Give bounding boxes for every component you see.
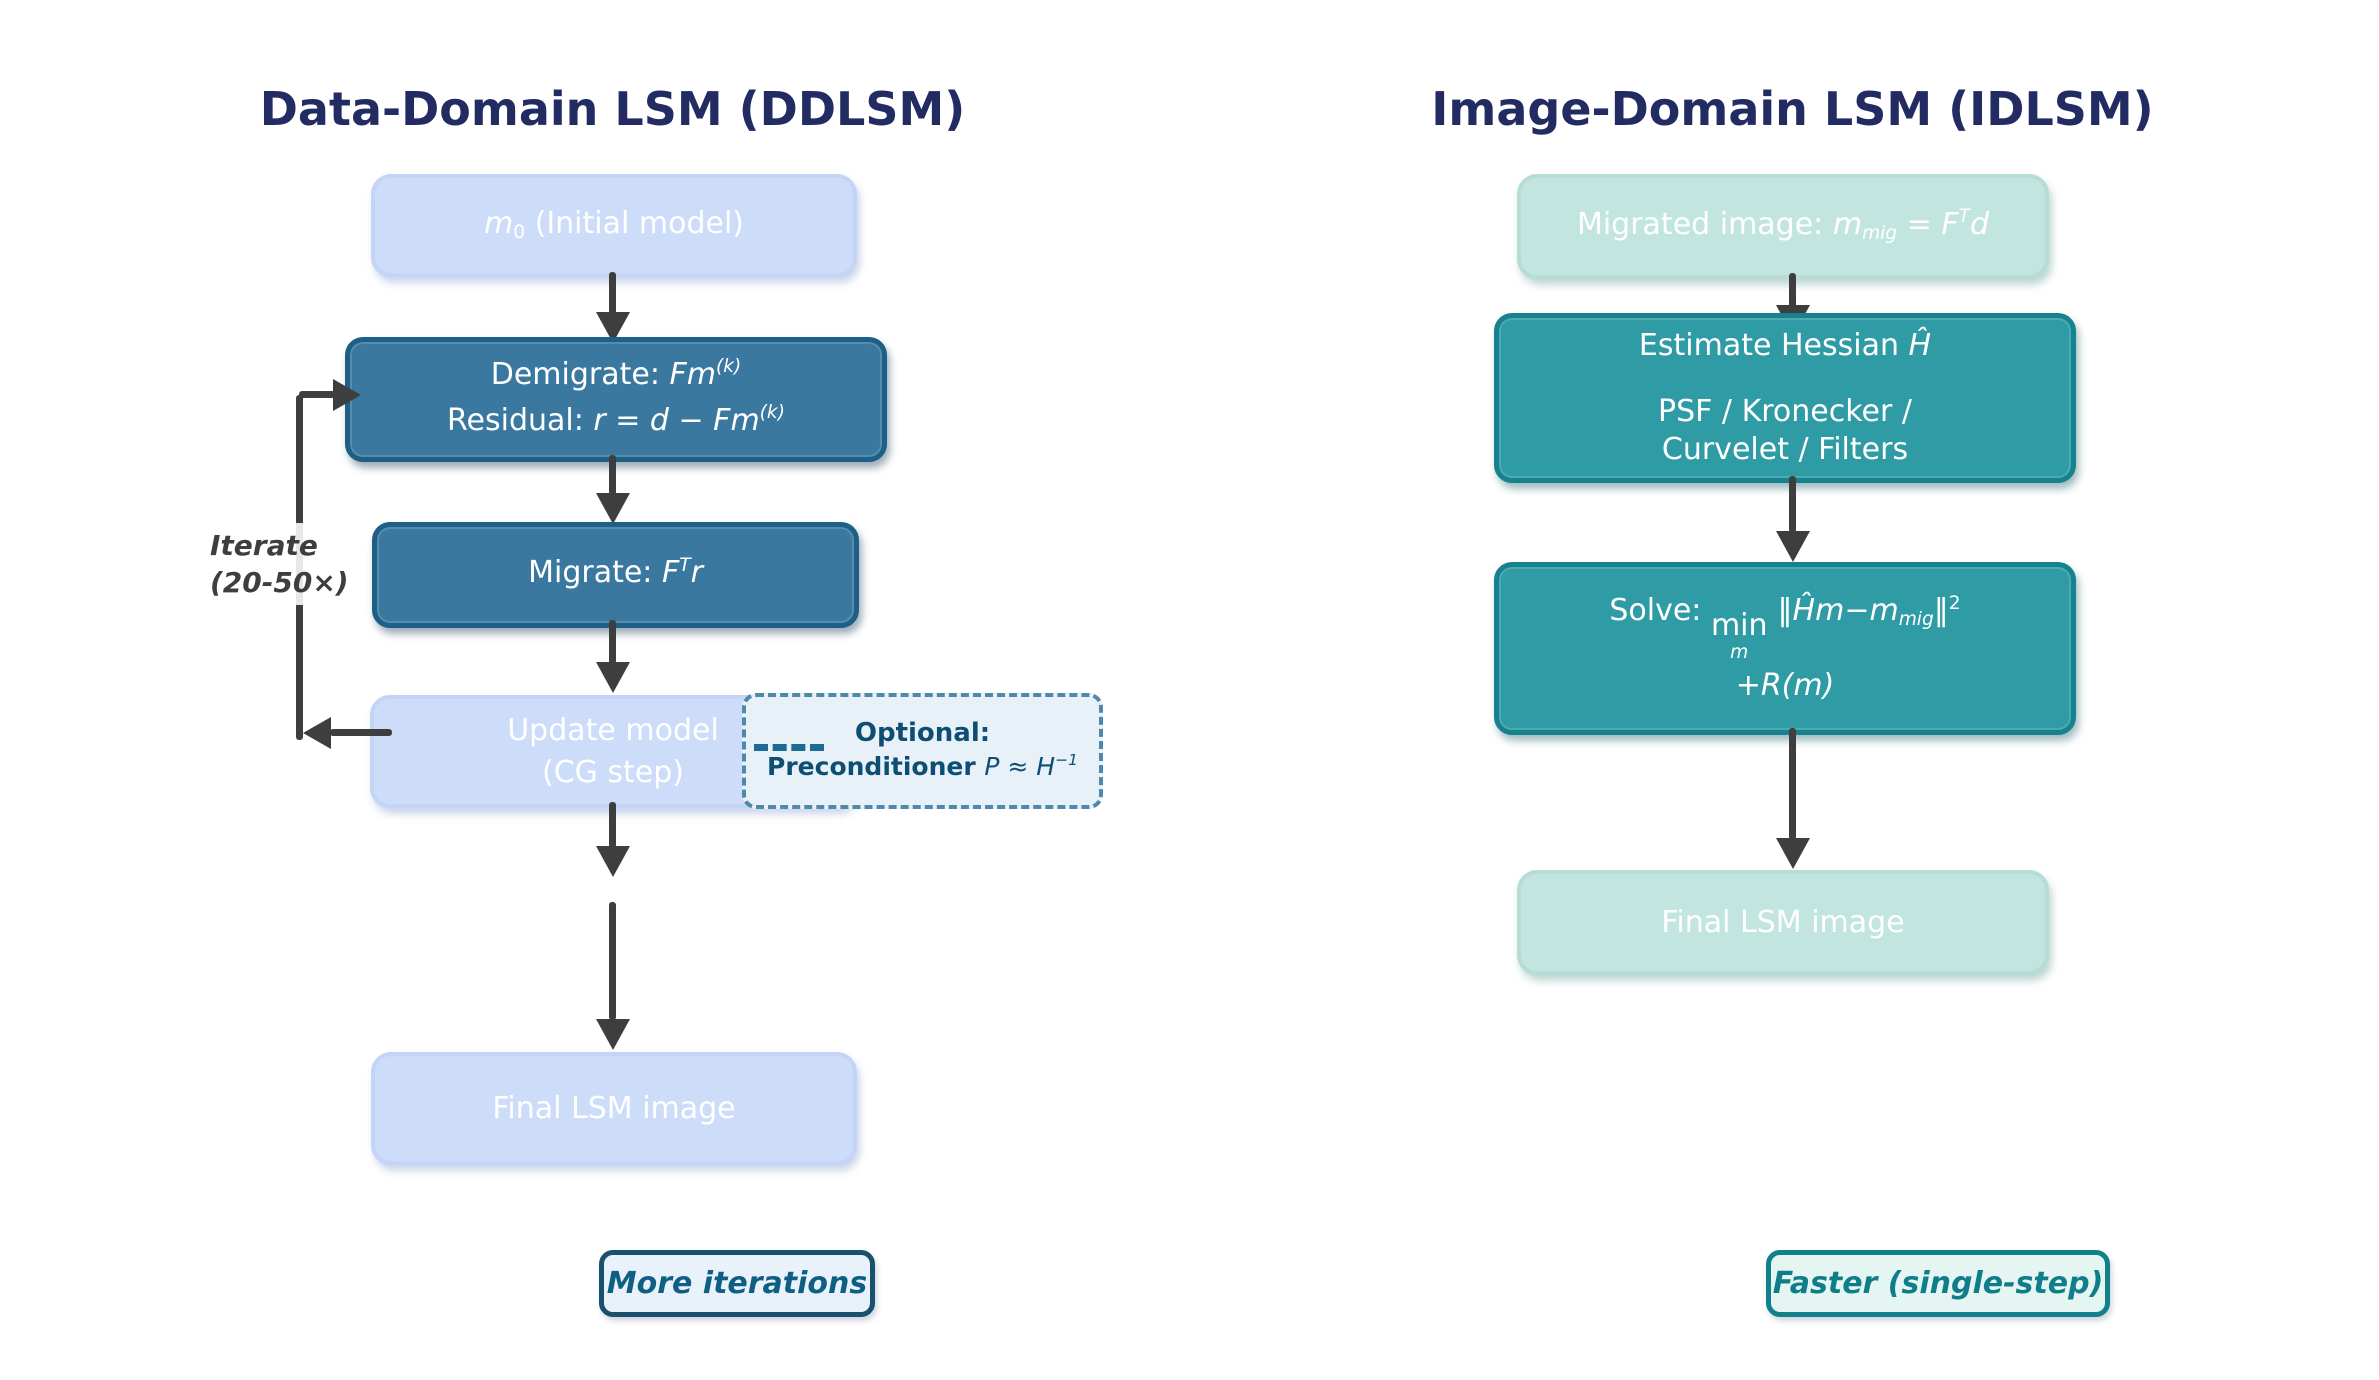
demigrate-line: Demigrate: Fm(k) — [490, 356, 742, 392]
more-iterations-badge: More iterations — [599, 1250, 875, 1317]
iterate-loop-top-segment — [299, 391, 335, 398]
arrowhead-down-icon — [596, 846, 630, 877]
estimate-hessian-line: Estimate Hessian Ĥ — [1638, 328, 1932, 363]
faster-single-step-badge: Faster (single-step) — [1766, 1250, 2110, 1317]
optional-title: Optional: — [854, 717, 991, 748]
optional-preconditioner-box: Optional: Preconditioner P ≈ H−1 — [742, 693, 1103, 809]
iterate-label-line1: Iterate — [210, 529, 318, 562]
arrowhead-down-icon — [596, 662, 630, 693]
migrated-image-box: Migrated image: mmig = FTd — [1517, 174, 2049, 279]
initial-model-text: m0 (Initial model) — [484, 205, 744, 243]
update-model-line: Update model — [507, 712, 719, 748]
demigrate-residual-box: Demigrate: Fm(k) Residual: r = d − Fm(k) — [345, 337, 887, 462]
arrow-demigrate-to-migrate — [609, 455, 616, 495]
arrow-initial-to-demigrate — [609, 272, 616, 316]
migrated-image-text: Migrated image: mmig = FTd — [1576, 206, 1990, 244]
ddlsm-title: Data-Domain LSM (DDLSM) — [259, 82, 966, 136]
arrow-update-down — [609, 802, 616, 848]
final-lsm-image-box-right: Final LSM image — [1517, 870, 2049, 975]
migrate-box: Migrate: FTr — [372, 522, 859, 628]
arrowhead-down-icon — [596, 1019, 630, 1050]
migrate-line: Migrate: FTr — [528, 554, 703, 590]
arrow-hessian-to-solve — [1789, 476, 1796, 533]
cg-step-line: (CG step) — [541, 754, 685, 790]
regularizer-line: +R(m) — [1735, 667, 1835, 703]
iterate-label: Iterate (20-50×) — [202, 523, 357, 605]
estimate-hessian-box: Estimate Hessian Ĥ PSF / Kronecker / Cur… — [1494, 313, 2076, 483]
arrow-migrated-to-hessian — [1789, 273, 1796, 309]
more-iterations-label: More iterations — [606, 1266, 868, 1301]
initial-model-box: m0 (Initial model) — [371, 174, 857, 277]
residual-line: Residual: r = d − Fm(k) — [447, 402, 785, 438]
curvelet-filters-line: Curvelet / Filters — [1661, 432, 1909, 467]
arrowhead-right-icon — [333, 379, 361, 411]
final-lsm-image-text: Final LSM image — [1661, 904, 1905, 940]
arrowhead-down-icon — [596, 493, 630, 524]
psf-kronecker-line: PSF / Kronecker / — [1658, 394, 1912, 429]
iterate-loop-bottom-segment — [330, 729, 392, 736]
final-lsm-image-box-left: Final LSM image — [371, 1052, 857, 1165]
arrow-migrate-to-update — [609, 620, 616, 664]
arrowhead-down-icon — [1776, 531, 1810, 562]
arrow-to-final-left — [609, 902, 616, 1020]
iterate-label-line2: (20-50×) — [210, 566, 349, 599]
arrowhead-left-icon — [303, 717, 331, 749]
preconditioner-line: Preconditioner P ≈ H−1 — [767, 751, 1078, 781]
arrow-solve-to-final — [1789, 728, 1796, 840]
faster-single-step-label: Faster (single-step) — [1772, 1266, 2104, 1301]
final-lsm-image-text: Final LSM image — [492, 1090, 736, 1126]
dashed-line-sample-icon — [754, 744, 824, 751]
idlsm-title: Image-Domain LSM (IDLSM) — [1431, 82, 2154, 136]
arrowhead-down-icon — [1776, 838, 1810, 869]
